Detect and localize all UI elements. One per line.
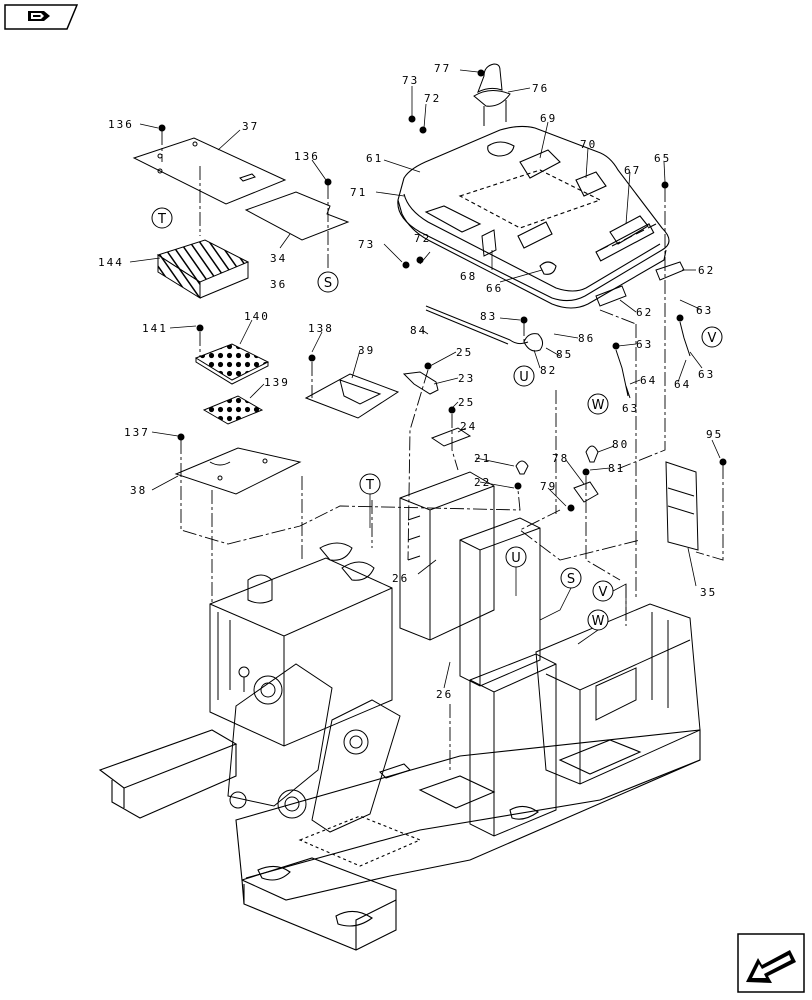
rod-84 [425,305,529,345]
bracket-78 [573,481,599,503]
next-page-button[interactable] [736,932,806,994]
part-label: 136 [108,118,134,131]
hand-pointing-book-icon [28,11,50,21]
part-label: 39 [358,344,375,357]
part-label: 26 [392,572,409,585]
part-label: 79 [540,480,557,493]
part-label: 24 [460,420,477,433]
part-label: 63 [636,338,653,351]
part-label: 70 [580,138,597,151]
callout-U: U [519,370,529,385]
tank-bracket-68 [481,229,497,257]
part-label: 76 [532,82,549,95]
strap-62 [595,261,685,307]
callout-V: V [599,585,608,600]
bracket-23 [402,371,439,395]
part-label: 69 [540,112,557,125]
bracket-24 [430,427,472,447]
part-label: 36 [270,278,287,291]
part-label: 73 [402,74,419,87]
part-label: 63 [698,368,715,381]
gas-spring-64 [615,321,691,399]
part-label: 63 [622,402,639,415]
part-label: 34 [270,252,287,265]
hatched-insulation-144 [156,239,250,299]
leader-lines [129,69,721,689]
part-label: 37 [242,120,259,133]
part-label: 81 [608,462,625,475]
callout-T: T [157,212,166,227]
perforated-plate-140 [194,343,270,385]
part-label: 35 [700,586,717,599]
part-label: 72 [414,232,431,245]
arrow-down-left-icon [746,950,796,983]
part-label: 84 [410,324,427,337]
part-label: 25 [456,346,473,359]
part-label: 64 [640,374,657,387]
part-label: 83 [480,310,497,323]
fuel-tank-61 [397,125,670,309]
panel-39 [304,373,400,419]
part-label: 144 [98,256,124,269]
knob-80-81 [515,445,599,475]
part-label: 67 [624,164,641,177]
callout-W: W [592,614,605,629]
part-label: 62 [698,264,715,277]
filler-neck-76 [473,63,511,126]
callout-V: V [708,331,717,346]
callout-S: S [324,276,332,291]
part-label: 61 [366,152,383,165]
upper-frame-assembly [209,471,701,837]
part-label: 138 [308,322,334,335]
part-label: 141 [142,322,168,335]
back-to-index-button[interactable] [4,4,79,30]
part-label: 72 [424,92,441,105]
callout-U: U [511,551,521,566]
part-label: 38 [130,484,147,497]
clamp-82 [523,333,544,352]
part-label: 25 [458,396,475,409]
part-label: 64 [674,378,691,391]
callout-T: T [365,478,374,493]
part-label: 22 [474,476,491,489]
callout-leaders [369,494,627,645]
perforated-plate-139 [202,395,264,425]
phantom-lines [161,131,724,770]
flap-35 [665,461,699,551]
bolt-hardware [158,69,727,512]
part-label: 62 [636,306,653,319]
part-label: 85 [556,348,573,361]
part-label: 95 [706,428,723,441]
part-label: 21 [474,452,491,465]
part-label: 139 [264,376,290,389]
plate-38 [174,447,302,495]
lower-frame-base [98,729,701,951]
callout-W: W [592,398,605,413]
part-label: 77 [434,62,451,75]
part-label: 63 [696,304,713,317]
part-label: 23 [458,372,475,385]
part-label: 26 [436,688,453,701]
part-label: 73 [358,238,375,251]
part-label: 136 [294,150,320,163]
part-label: 68 [460,270,477,283]
part-label: 80 [612,438,629,451]
part-label: 140 [244,310,270,323]
gasket-34-36 [244,191,350,241]
callout-S: S [567,572,575,587]
part-label: 82 [540,364,557,377]
part-label: 71 [350,186,367,199]
cover-plate-37 [132,137,287,205]
part-label: 78 [552,452,569,465]
part-label: 86 [578,332,595,345]
part-label: 137 [124,426,150,439]
part-label: 65 [654,152,671,165]
part-label: 66 [486,282,503,295]
callout-letters: T S U V W T U S V W [157,212,717,629]
part-number-labels: 136 37 136 34 36 144 73 72 77 76 69 61 7… [98,62,723,701]
callout-circles [151,207,723,631]
